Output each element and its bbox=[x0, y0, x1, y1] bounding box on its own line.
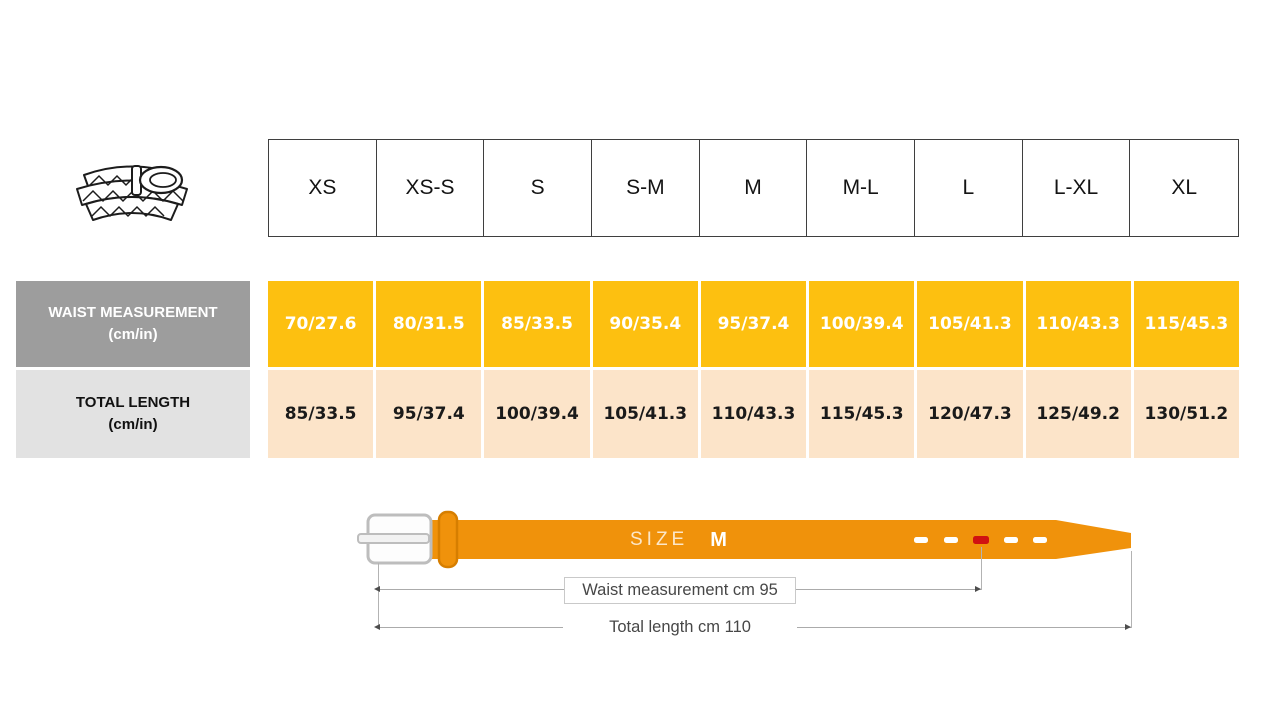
waist-values-row: 70/27.6 80/31.5 85/33.5 90/35.4 95/37.4 … bbox=[268, 281, 1239, 367]
waist-value-cell: 85/33.5 bbox=[484, 281, 590, 367]
size-header-cell: L-XL bbox=[1023, 140, 1131, 236]
size-header-cell: L bbox=[915, 140, 1023, 236]
size-value: M bbox=[710, 528, 727, 551]
waist-label-unit: (cm/in) bbox=[108, 326, 158, 343]
size-header-cell: XL bbox=[1171, 176, 1197, 199]
braided-belt-icon bbox=[76, 165, 188, 221]
arrow-right-icon bbox=[1125, 624, 1131, 630]
length-value-cell: 110/43.3 bbox=[700, 370, 807, 458]
size-header-cell: M bbox=[700, 140, 808, 236]
belt-size-text: SIZE M bbox=[630, 524, 727, 556]
belt-illustration bbox=[357, 510, 1131, 569]
waist-value-cell: 110/43.3 bbox=[1025, 281, 1131, 367]
length-value-cell: 105/41.3 bbox=[592, 370, 698, 458]
size-header-cell: XS-S bbox=[377, 140, 485, 236]
arrow-left-icon bbox=[374, 624, 380, 630]
belt-hole bbox=[1004, 537, 1018, 543]
waist-measurement-row-label: WAIST MEASUREMENT (cm/in) bbox=[16, 281, 250, 367]
length-values-row: 85/33.5 95/37.4 100/39.4 105/41.3 110/43… bbox=[268, 370, 1239, 458]
belt-keeper-loop bbox=[437, 510, 459, 569]
length-value-cell: 100/39.4 bbox=[484, 370, 590, 458]
size-header-cell: M-L bbox=[807, 140, 915, 236]
size-header-row: XS XS-S S S-M M M-L L L-XL XL bbox=[268, 139, 1239, 237]
waist-value-cell: 90/35.4 bbox=[592, 281, 698, 367]
waist-value-cell: 115/45.3 bbox=[1133, 281, 1239, 367]
waist-label-text: WAIST MEASUREMENT bbox=[48, 303, 218, 321]
belt-hole-selected bbox=[973, 536, 989, 544]
connector-line-hole bbox=[981, 547, 982, 590]
size-header-cell: S-M bbox=[592, 140, 700, 236]
size-word: SIZE bbox=[630, 529, 689, 550]
length-value-cell: 120/47.3 bbox=[917, 370, 1023, 458]
length-label-unit: (cm/in) bbox=[108, 416, 158, 433]
waist-value-cell: 95/37.4 bbox=[700, 281, 807, 367]
belt-hole bbox=[914, 537, 928, 543]
arrow-left-icon bbox=[374, 586, 380, 592]
waist-value-cell: 80/31.5 bbox=[376, 281, 482, 367]
belt-strap bbox=[425, 520, 1131, 559]
length-label-text: TOTAL LENGTH bbox=[75, 393, 191, 411]
arrow-right-icon bbox=[975, 586, 981, 592]
size-header-cell: XS bbox=[269, 140, 377, 236]
waist-value-cell: 100/39.4 bbox=[809, 281, 915, 367]
length-value-cell: 125/49.2 bbox=[1025, 370, 1131, 458]
waist-value-cell: 105/41.3 bbox=[917, 281, 1023, 367]
belt-hole bbox=[944, 537, 958, 543]
belt-hole bbox=[1033, 537, 1047, 543]
total-length-note: Total length cm 110 bbox=[563, 615, 797, 639]
waist-measurement-note: Waist measurement cm 95 bbox=[564, 577, 796, 604]
length-value-cell: 130/51.2 bbox=[1133, 370, 1239, 458]
size-header-cell: S bbox=[484, 140, 592, 236]
length-value-cell: 85/33.5 bbox=[268, 370, 374, 458]
length-value-cell: 115/45.3 bbox=[809, 370, 915, 458]
total-length-row-label: TOTAL LENGTH (cm/in) bbox=[16, 370, 250, 458]
length-value-cell: 95/37.4 bbox=[376, 370, 482, 458]
belt-buckle-prong bbox=[357, 533, 430, 544]
waist-value-cell: 70/27.6 bbox=[268, 281, 374, 367]
connector-line-buckle bbox=[378, 563, 379, 628]
connector-line-tip bbox=[1131, 551, 1132, 628]
